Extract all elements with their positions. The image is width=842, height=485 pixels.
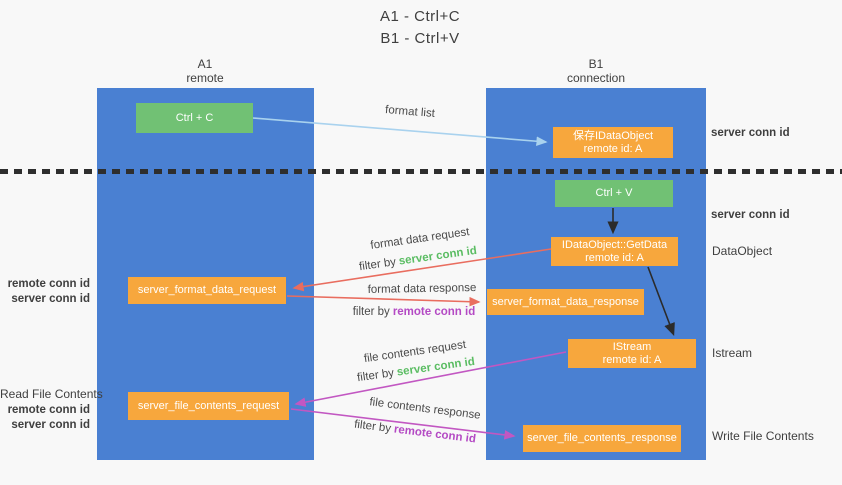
node-idataobject-getdata: IDataObject::GetData remote id: A [551,237,678,266]
annotation-server-conn-id-mid: server conn id [711,209,790,221]
lane-header-b1: B1 connection [546,57,646,85]
node-save-idataobject: 保存IDataObject remote id: A [553,127,673,158]
flow-label-format-data-response: format data response [367,282,477,296]
node-save-idataobject-line1: 保存IDataObject [572,129,654,142]
annotation-remote-conn-id-2: remote conn id [7,404,90,416]
annotation-server-conn-id-2: server conn id [11,419,90,431]
diagram-title: A1 - Ctrl+C B1 - Ctrl+V [330,6,510,50]
arrow-format-data-response [286,295,481,307]
annotation-server-conn-id-1: server conn id [11,293,90,305]
annotation-remote-conn-id-1: remote conn id [7,278,90,290]
node-ctrl-c-label: Ctrl + C [175,111,214,124]
lane-b1-role: connection [566,71,626,85]
annotation-dataobject: DataObject [712,244,773,258]
node-server-file-contents-request-label: server_file_contents_request [137,399,280,412]
node-save-idataobject-line2: remote id: A [583,142,643,155]
node-server-format-data-request: server_format_data_request [128,277,286,304]
flow-label-file-contents-response: file contents response [368,396,482,422]
node-istream-line1: IStream [612,340,652,353]
annotation-write-file-contents: Write File Contents [712,429,814,443]
lane-a1-id: A1 [197,57,213,71]
phase-separator-dashed-line [0,169,842,174]
node-server-format-data-request-label: server_format_data_request [137,284,277,296]
node-getdata-line1: IDataObject::GetData [561,238,668,251]
lane-a1-role: remote [186,71,224,85]
node-server-file-contents-response-label: server_file_contents_response [527,432,677,444]
title-line-1: A1 - Ctrl+C [379,8,461,25]
node-server-file-contents-request: server_file_contents_request [128,392,289,420]
node-ctrl-v-label: Ctrl + V [595,187,633,199]
node-server-format-data-response: server_format_data_response [487,289,644,315]
lane-header-a1: A1 remote [155,57,255,85]
annotation-read-file-contents: Read File Contents [0,387,103,401]
node-server-file-contents-response: server_file_contents_response [523,425,681,452]
node-getdata-line2: remote id: A [585,251,644,264]
flow-label-format-list: format list [384,104,436,120]
node-istream-line2: remote id: A [602,353,662,366]
lane-b1-id: B1 [588,57,604,71]
annotation-server-conn-id-top: server conn id [711,127,790,139]
node-server-format-data-response-label: server_format_data_response [492,295,639,308]
annotation-istream: Istream [712,346,753,360]
node-ctrl-v: Ctrl + V [555,180,673,207]
node-ctrl-c: Ctrl + C [136,103,253,133]
title-line-2: B1 - Ctrl+V [380,30,460,47]
node-istream: IStream remote id: A [568,339,696,368]
